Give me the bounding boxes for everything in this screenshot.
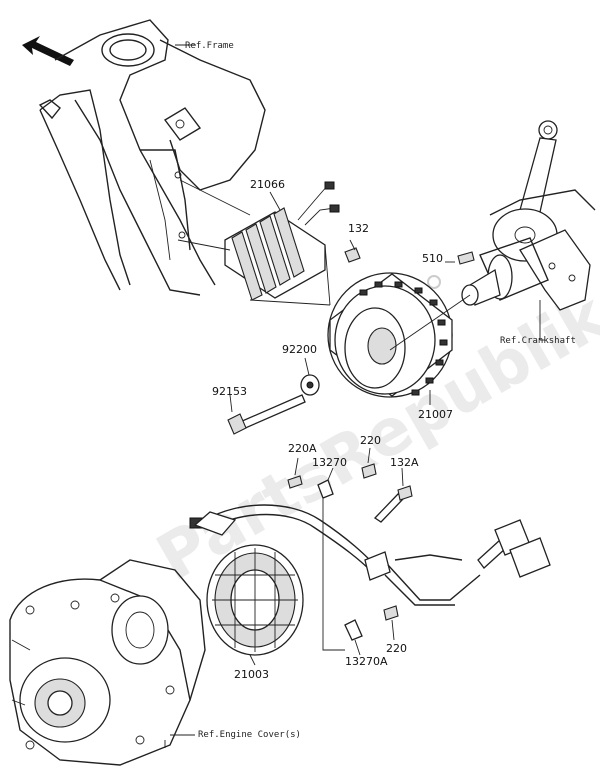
bolt-220a: [287, 457, 303, 489]
ref-frame-label: Ref.Frame: [185, 41, 234, 51]
bolt-220-bottom: [383, 605, 399, 641]
clamp-13270: [317, 467, 334, 499]
stator-21003: [206, 544, 304, 666]
part-label-92200: 92200: [282, 343, 317, 356]
clamp-13270a: [344, 619, 363, 656]
bolt-132a: [373, 467, 413, 523]
part-label-220-bottom: 220: [386, 642, 407, 655]
washer-92200: [300, 357, 320, 396]
gear-icon: [427, 275, 441, 289]
bolt-92153: [227, 394, 306, 435]
arrow-front-icon: [22, 36, 74, 66]
bolt-220-top: [361, 447, 377, 479]
part-label-21003: 21003: [234, 668, 269, 681]
ref-crankshaft-label: Ref.Crankshaft: [500, 336, 576, 346]
part-label-21007: 21007: [418, 408, 453, 421]
part-label-13270: 13270: [312, 456, 347, 469]
part-label-132: 132: [348, 222, 369, 235]
part-label-132a: 132A: [390, 456, 419, 469]
bolt-132: [344, 239, 361, 263]
part-label-220a: 220A: [288, 442, 317, 455]
engine-cover-drawing: [9, 559, 206, 766]
wire-harness: [189, 504, 551, 606]
part-label-510: 510: [422, 252, 443, 265]
frame-drawing: [38, 19, 266, 296]
key-510: [457, 251, 475, 265]
rotor-flywheel: [327, 272, 471, 405]
part-label-220-top: 220: [360, 434, 381, 447]
regulator-rectifier: [177, 179, 340, 306]
crankshaft-drawing: [461, 120, 596, 340]
part-label-92153: 92153: [212, 385, 247, 398]
ref-engine-cover-label: Ref.Engine Cover(s): [198, 730, 301, 740]
part-label-13270a: 13270A: [345, 655, 388, 668]
part-label-21066: 21066: [250, 178, 285, 191]
